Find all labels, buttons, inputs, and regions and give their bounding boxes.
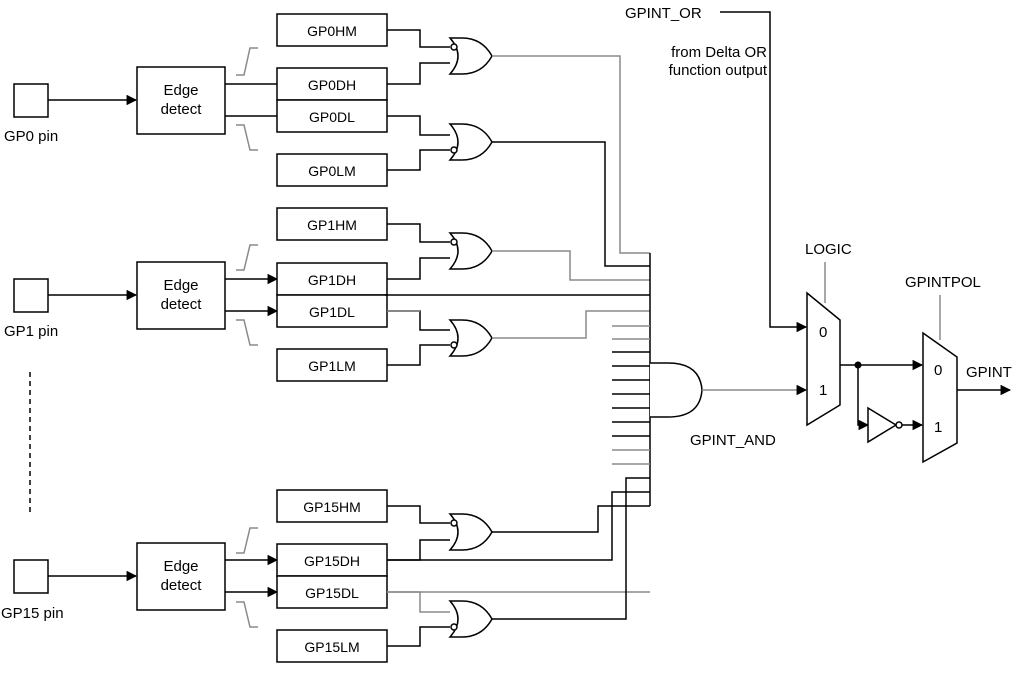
- logic-mux-input-1: 1: [819, 382, 827, 399]
- edge-detect-box-gp1: [136, 261, 226, 330]
- gp15-pin-box: [13, 559, 49, 594]
- inverter-bubble: [450, 519, 458, 527]
- edge-detect-label-gp15-line2: detect: [161, 577, 203, 594]
- gpint-output-label: GPINT: [966, 364, 1012, 381]
- inverter-bubble: [450, 341, 458, 349]
- register-label-gp1dl: GP1DL: [309, 304, 355, 320]
- register-box-gp0lm: [276, 153, 388, 187]
- logic-mux-input-0: 0: [819, 324, 827, 341]
- register-label-gp15lm: GP15LM: [304, 639, 359, 655]
- or-gate-gp1-high: [448, 232, 493, 270]
- register-label-gp15hm: GP15HM: [303, 499, 361, 515]
- gp15-pin-label: GP15 pin: [1, 605, 64, 622]
- inverter-bubble: [450, 238, 458, 246]
- register-label-gp0dl: GP0DL: [309, 109, 355, 125]
- edge-detect-box-gp0: [136, 66, 226, 135]
- register-label-gp0hm: GP0HM: [307, 23, 357, 39]
- or-gate-gp0-high: [448, 37, 493, 75]
- register-label-gp0dh: GP0DH: [308, 77, 356, 93]
- gpint-or-note-line1: from Delta OR: [671, 44, 767, 61]
- or-gate-gp1-low: [448, 319, 493, 357]
- edge-detect-box-gp15: [136, 542, 226, 611]
- and-gate-inputs: [612, 325, 650, 465]
- and-gate: [650, 362, 703, 418]
- edge-detect-label-gp1-line2: detect: [161, 296, 203, 313]
- register-label-gp0lm: GP0LM: [308, 163, 355, 179]
- gp1-pin-box: [13, 278, 49, 313]
- register-label-gp1dh: GP1DH: [308, 272, 356, 288]
- edge-detect-label-gp1-line1: Edge: [163, 277, 198, 294]
- edge-detect-label-gp15-line1: Edge: [163, 558, 198, 575]
- edge-detect-label-gp0-line1: Edge: [163, 82, 198, 99]
- register-label-gp15dl: GP15DL: [305, 585, 359, 601]
- inverter: [867, 406, 898, 444]
- inverter-bubble: [450, 623, 458, 631]
- gpint-and-label: GPINT_AND: [690, 432, 776, 449]
- gpintpol-mux: [922, 331, 958, 464]
- register-box-gp1lm: [276, 348, 388, 382]
- gpint-or-note-line2: function output: [669, 62, 768, 79]
- gpint-or-label: GPINT_OR: [625, 5, 702, 22]
- gpintpol-mux-input-0: 0: [934, 362, 942, 379]
- gp0-pin-label: GP0 pin: [4, 128, 58, 145]
- logic-label: LOGIC: [805, 241, 852, 258]
- edge-detect-label-gp0-line2: detect: [161, 101, 203, 118]
- register-box-gp15lm: [276, 629, 388, 663]
- inverter-bubble: [895, 421, 903, 429]
- gpintpol-label: GPINTPOL: [905, 274, 981, 291]
- inverter-bubble: [450, 146, 458, 154]
- register-label-gp1hm: GP1HM: [307, 217, 357, 233]
- or-gate-gp15-low: [448, 600, 493, 638]
- register-box-gp0dh: [276, 67, 388, 101]
- register-label-gp15dh: GP15DH: [304, 553, 360, 569]
- inverter-bubble: [450, 43, 458, 51]
- register-label-gp1lm: GP1LM: [308, 358, 355, 374]
- register-box-gp15dh: [276, 543, 388, 577]
- gp0-pin-box: [13, 83, 49, 118]
- gpintpol-mux-input-1: 1: [934, 419, 942, 436]
- or-gate-gp15-high: [448, 513, 493, 551]
- or-gate-gp0-low: [448, 123, 493, 161]
- gp1-pin-label: GP1 pin: [4, 323, 58, 340]
- logic-mux: [806, 291, 841, 427]
